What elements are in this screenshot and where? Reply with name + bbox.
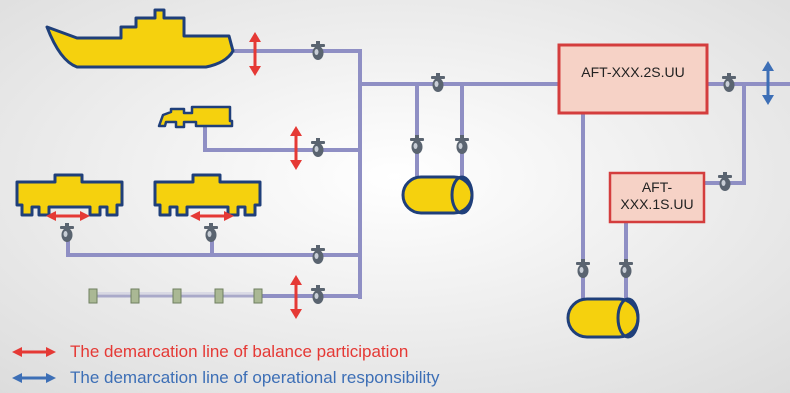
legend-balance-label: The demarcation line of balance particip… bbox=[70, 342, 409, 361]
ship-icon bbox=[45, 8, 235, 69]
storage-tank-middle bbox=[401, 175, 474, 215]
unit-label-2s: AFT-XXX.2S.UU bbox=[581, 64, 685, 80]
pipes bbox=[66, 49, 790, 302]
unit-box-2s bbox=[557, 43, 709, 115]
legend-operational: The demarcation line of operational resp… bbox=[12, 367, 439, 389]
unit-label-1s: AFT- XXX.1S.UU bbox=[620, 179, 694, 212]
tank-car-icon bbox=[157, 105, 234, 129]
storage-tank-bottom bbox=[566, 297, 640, 339]
rail-tank-left-icon bbox=[15, 173, 124, 217]
legend-balance-arrow-icon bbox=[12, 347, 56, 357]
legend-balance: The demarcation line of balance particip… bbox=[12, 341, 408, 363]
legend-operational-label: The demarcation line of operational resp… bbox=[70, 368, 440, 387]
legend-operational-arrow-icon bbox=[12, 373, 56, 383]
rail-tank-right-icon bbox=[153, 173, 262, 217]
unit-box-1s bbox=[608, 171, 706, 224]
pipeline-segments bbox=[88, 288, 263, 304]
